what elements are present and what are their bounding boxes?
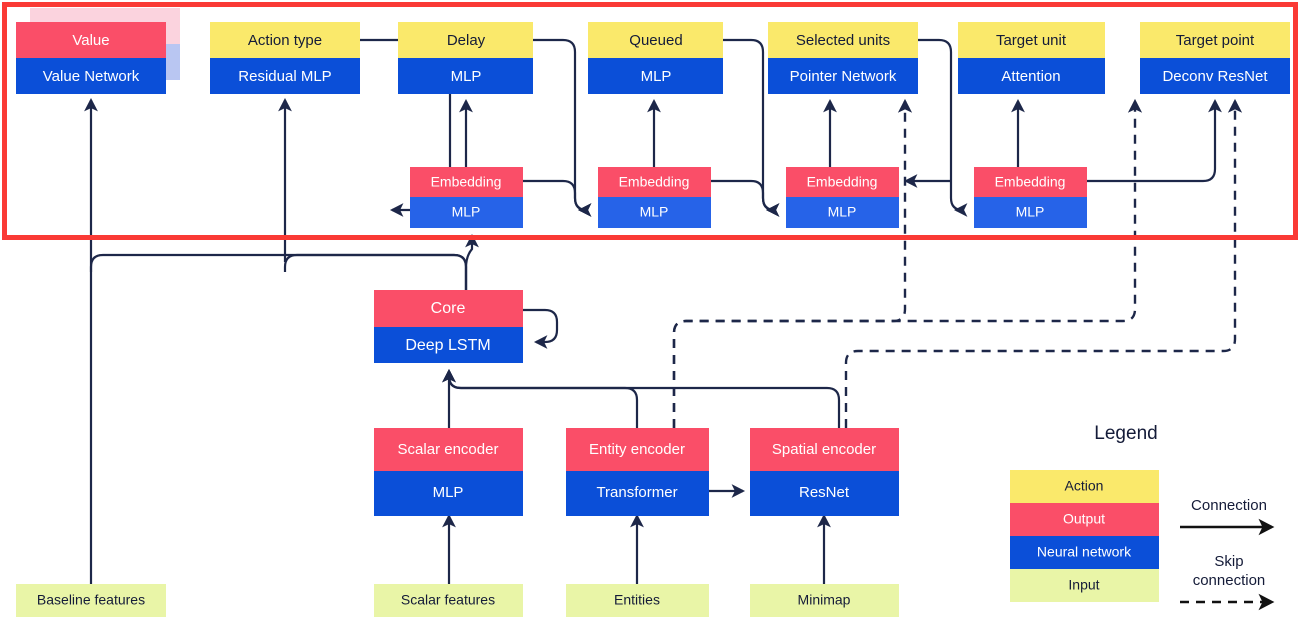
legend-swatch-label: Output <box>1063 511 1105 527</box>
core-network-label: Deep LSTM <box>405 337 490 354</box>
edge-core-to-delay-embedding <box>89 253 468 290</box>
encoder-network-label: ResNet <box>799 484 850 501</box>
input-label: Scalar features <box>401 592 495 608</box>
encoder-output-label: Scalar encoder <box>398 441 499 458</box>
head-network-label: Residual MLP <box>238 68 331 85</box>
edge-core-bus-to-action-type <box>283 253 468 290</box>
input-label: Baseline features <box>37 592 145 608</box>
edge-delay-to-queued-embedding <box>533 38 592 217</box>
embedding-output-label: Embedding <box>619 174 690 190</box>
head-box-target-unit[interactable]: Target unit Attention <box>958 22 1105 94</box>
head-action-label: Action type <box>248 32 322 49</box>
skip-entity-encoder-to-attention <box>672 98 1143 428</box>
encoder-output-label: Entity encoder <box>589 441 685 458</box>
encoder-network-label: Transformer <box>596 484 677 501</box>
edge-spatial-encoder-to-core-bus <box>442 368 841 428</box>
edge-entity-encoder-to-core-bus <box>442 368 639 428</box>
legend: Legend Action Output Neural network Inpu… <box>1010 423 1275 611</box>
head-action-label: Queued <box>629 32 682 49</box>
encoder-box-scalar[interactable]: Scalar encoder MLP <box>374 428 523 516</box>
encoder-box-entity[interactable]: Entity encoder Transformer <box>566 428 709 516</box>
edge-selected-units-to-target-unit-embedding <box>918 38 968 217</box>
head-network-label: Attention <box>1001 68 1060 85</box>
core-box[interactable]: Core Deep LSTM <box>374 290 523 363</box>
input-box-minimap[interactable]: Minimap <box>750 584 899 617</box>
skip-entity-encoder-to-pointer-network <box>672 98 913 428</box>
head-box-delay[interactable]: Delay MLP <box>398 22 533 94</box>
embedding-network-label: MLP <box>640 204 669 220</box>
edge-core-up-to-embedding-mlp <box>464 233 479 290</box>
embedding-box-queued[interactable]: Embedding MLP <box>598 167 711 228</box>
core-output-label: Core <box>431 300 466 317</box>
embedding-box-target-unit[interactable]: Embedding MLP <box>974 167 1087 228</box>
legend-swatch-label: Neural network <box>1037 544 1132 560</box>
encoder-box-spatial[interactable]: Spatial encoder ResNet <box>750 428 899 516</box>
skip-spatial-encoder-to-deconv-resnet <box>844 98 1243 428</box>
input-box-scalar-features[interactable]: Scalar features <box>374 584 523 617</box>
legend-swatch-label: Input <box>1068 577 1099 593</box>
head-box-target-point[interactable]: Target point Deconv ResNet <box>1140 22 1290 94</box>
head-network-label: Deconv ResNet <box>1162 68 1268 85</box>
head-action-label: Selected units <box>796 32 890 49</box>
legend-swatch-label: Action <box>1065 478 1104 494</box>
embedding-output-label: Embedding <box>807 174 878 190</box>
input-label: Entities <box>614 592 660 608</box>
embedding-box-delay[interactable]: Embedding MLP <box>410 167 523 228</box>
head-action-label: Target point <box>1176 32 1255 49</box>
embedding-output-label: Embedding <box>431 174 502 190</box>
head-network-label: Value Network <box>43 68 140 85</box>
embedding-network-label: MLP <box>452 204 481 220</box>
head-box-queued[interactable]: Queued MLP <box>588 22 723 94</box>
head-action-label: Value <box>72 32 109 49</box>
encoder-output-label: Spatial encoder <box>772 441 876 458</box>
encoder-network-label: MLP <box>433 484 464 501</box>
head-network-label: Pointer Network <box>790 68 897 85</box>
edge-queued-embedding-to-selected-embedding <box>711 179 780 217</box>
input-box-baseline-features[interactable]: Baseline features <box>16 584 166 617</box>
legend-swatch-output: Output <box>1010 503 1159 536</box>
embedding-network-label: MLP <box>1016 204 1045 220</box>
legend-title: Legend <box>1094 423 1157 444</box>
legend-skip-label-line2: connection <box>1193 572 1266 589</box>
input-label: Minimap <box>798 592 851 608</box>
head-box-action-type[interactable]: Action type Residual MLP <box>210 22 360 94</box>
head-network-label: MLP <box>451 68 482 85</box>
legend-swatch-neural-network: Neural network <box>1010 536 1159 569</box>
input-box-entities[interactable]: Entities <box>566 584 709 617</box>
legend-connection-label: Connection <box>1191 497 1267 514</box>
edge-core-recurrent-loop <box>523 308 559 349</box>
head-action-label: Delay <box>447 32 486 49</box>
edge-queued-to-selected-embedding <box>723 38 780 217</box>
embedding-box-selected-units[interactable]: Embedding MLP <box>786 167 899 228</box>
legend-skip-label-line1: Skip <box>1214 553 1243 570</box>
head-network-label: MLP <box>641 68 672 85</box>
head-action-label: Target unit <box>996 32 1067 49</box>
red-highlight-rectangle <box>2 2 1298 240</box>
embedding-output-label: Embedding <box>995 174 1066 190</box>
head-box-value[interactable]: Value Value Network <box>16 22 166 94</box>
legend-swatch-input: Input <box>1010 569 1159 602</box>
head-box-selected-units[interactable]: Selected units Pointer Network <box>768 22 918 94</box>
edge-target-unit-embedding-to-deconv-resnet <box>1087 98 1222 183</box>
edge-delay-embedding-to-queued-embedding <box>523 179 592 217</box>
legend-swatch-action: Action <box>1010 470 1159 503</box>
embedding-network-label: MLP <box>828 204 857 220</box>
